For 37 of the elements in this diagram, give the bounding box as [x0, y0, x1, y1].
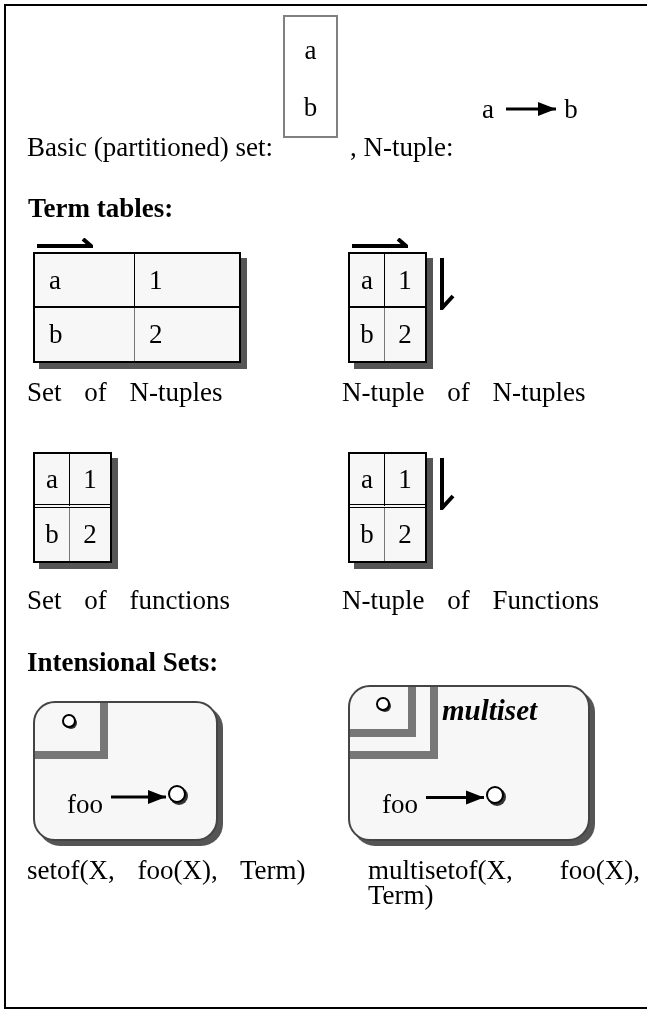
set-box — [283, 15, 338, 138]
table-cell: b — [350, 507, 385, 561]
term-text: foo — [57, 791, 113, 817]
node-label: setof(X, foo(X), Term) — [27, 858, 307, 883]
term-text: foo — [372, 791, 428, 817]
table-cell-text: 2 — [397, 318, 413, 351]
table-cell-text: 2 — [82, 518, 98, 551]
node-label: multisetof(X, foo(X), Term) — [368, 858, 640, 908]
term-text: b — [556, 96, 586, 122]
arrow — [426, 790, 484, 805]
set-element: b — [303, 94, 318, 121]
table-cell: a — [350, 454, 385, 508]
term-text: a — [470, 96, 506, 122]
table-cell: a — [350, 254, 385, 308]
arrow — [506, 102, 556, 116]
table-cell: 1 — [135, 254, 239, 308]
section-heading: Intensional Sets: — [27, 649, 219, 676]
label: , N-tuple: — [350, 134, 454, 161]
node-label: Set of N-tuples — [27, 380, 224, 405]
table-cell: b — [35, 507, 70, 561]
table-cell: 1 — [385, 254, 425, 308]
table-cell-text: 2 — [148, 318, 164, 351]
table-cell: 1 — [385, 454, 425, 508]
arrow — [111, 790, 166, 804]
multiset-keyword: multiset — [442, 696, 538, 725]
node-label: N-tuple of Functions — [342, 588, 600, 613]
table-cell: a — [35, 254, 135, 308]
node-label: Set of functions — [27, 588, 231, 613]
table-cell: 1 — [70, 454, 110, 508]
section-heading: Term tables: — [28, 195, 174, 222]
table-cell: b — [350, 307, 385, 361]
table-cell: a — [35, 454, 70, 508]
table-cell-text: 2 — [397, 518, 413, 551]
label: Basic (partitioned) set: — [27, 134, 273, 161]
node-label: N-tuple of N-tuples — [342, 380, 587, 405]
set-element: a — [304, 37, 317, 64]
table-cell: b — [35, 307, 135, 361]
